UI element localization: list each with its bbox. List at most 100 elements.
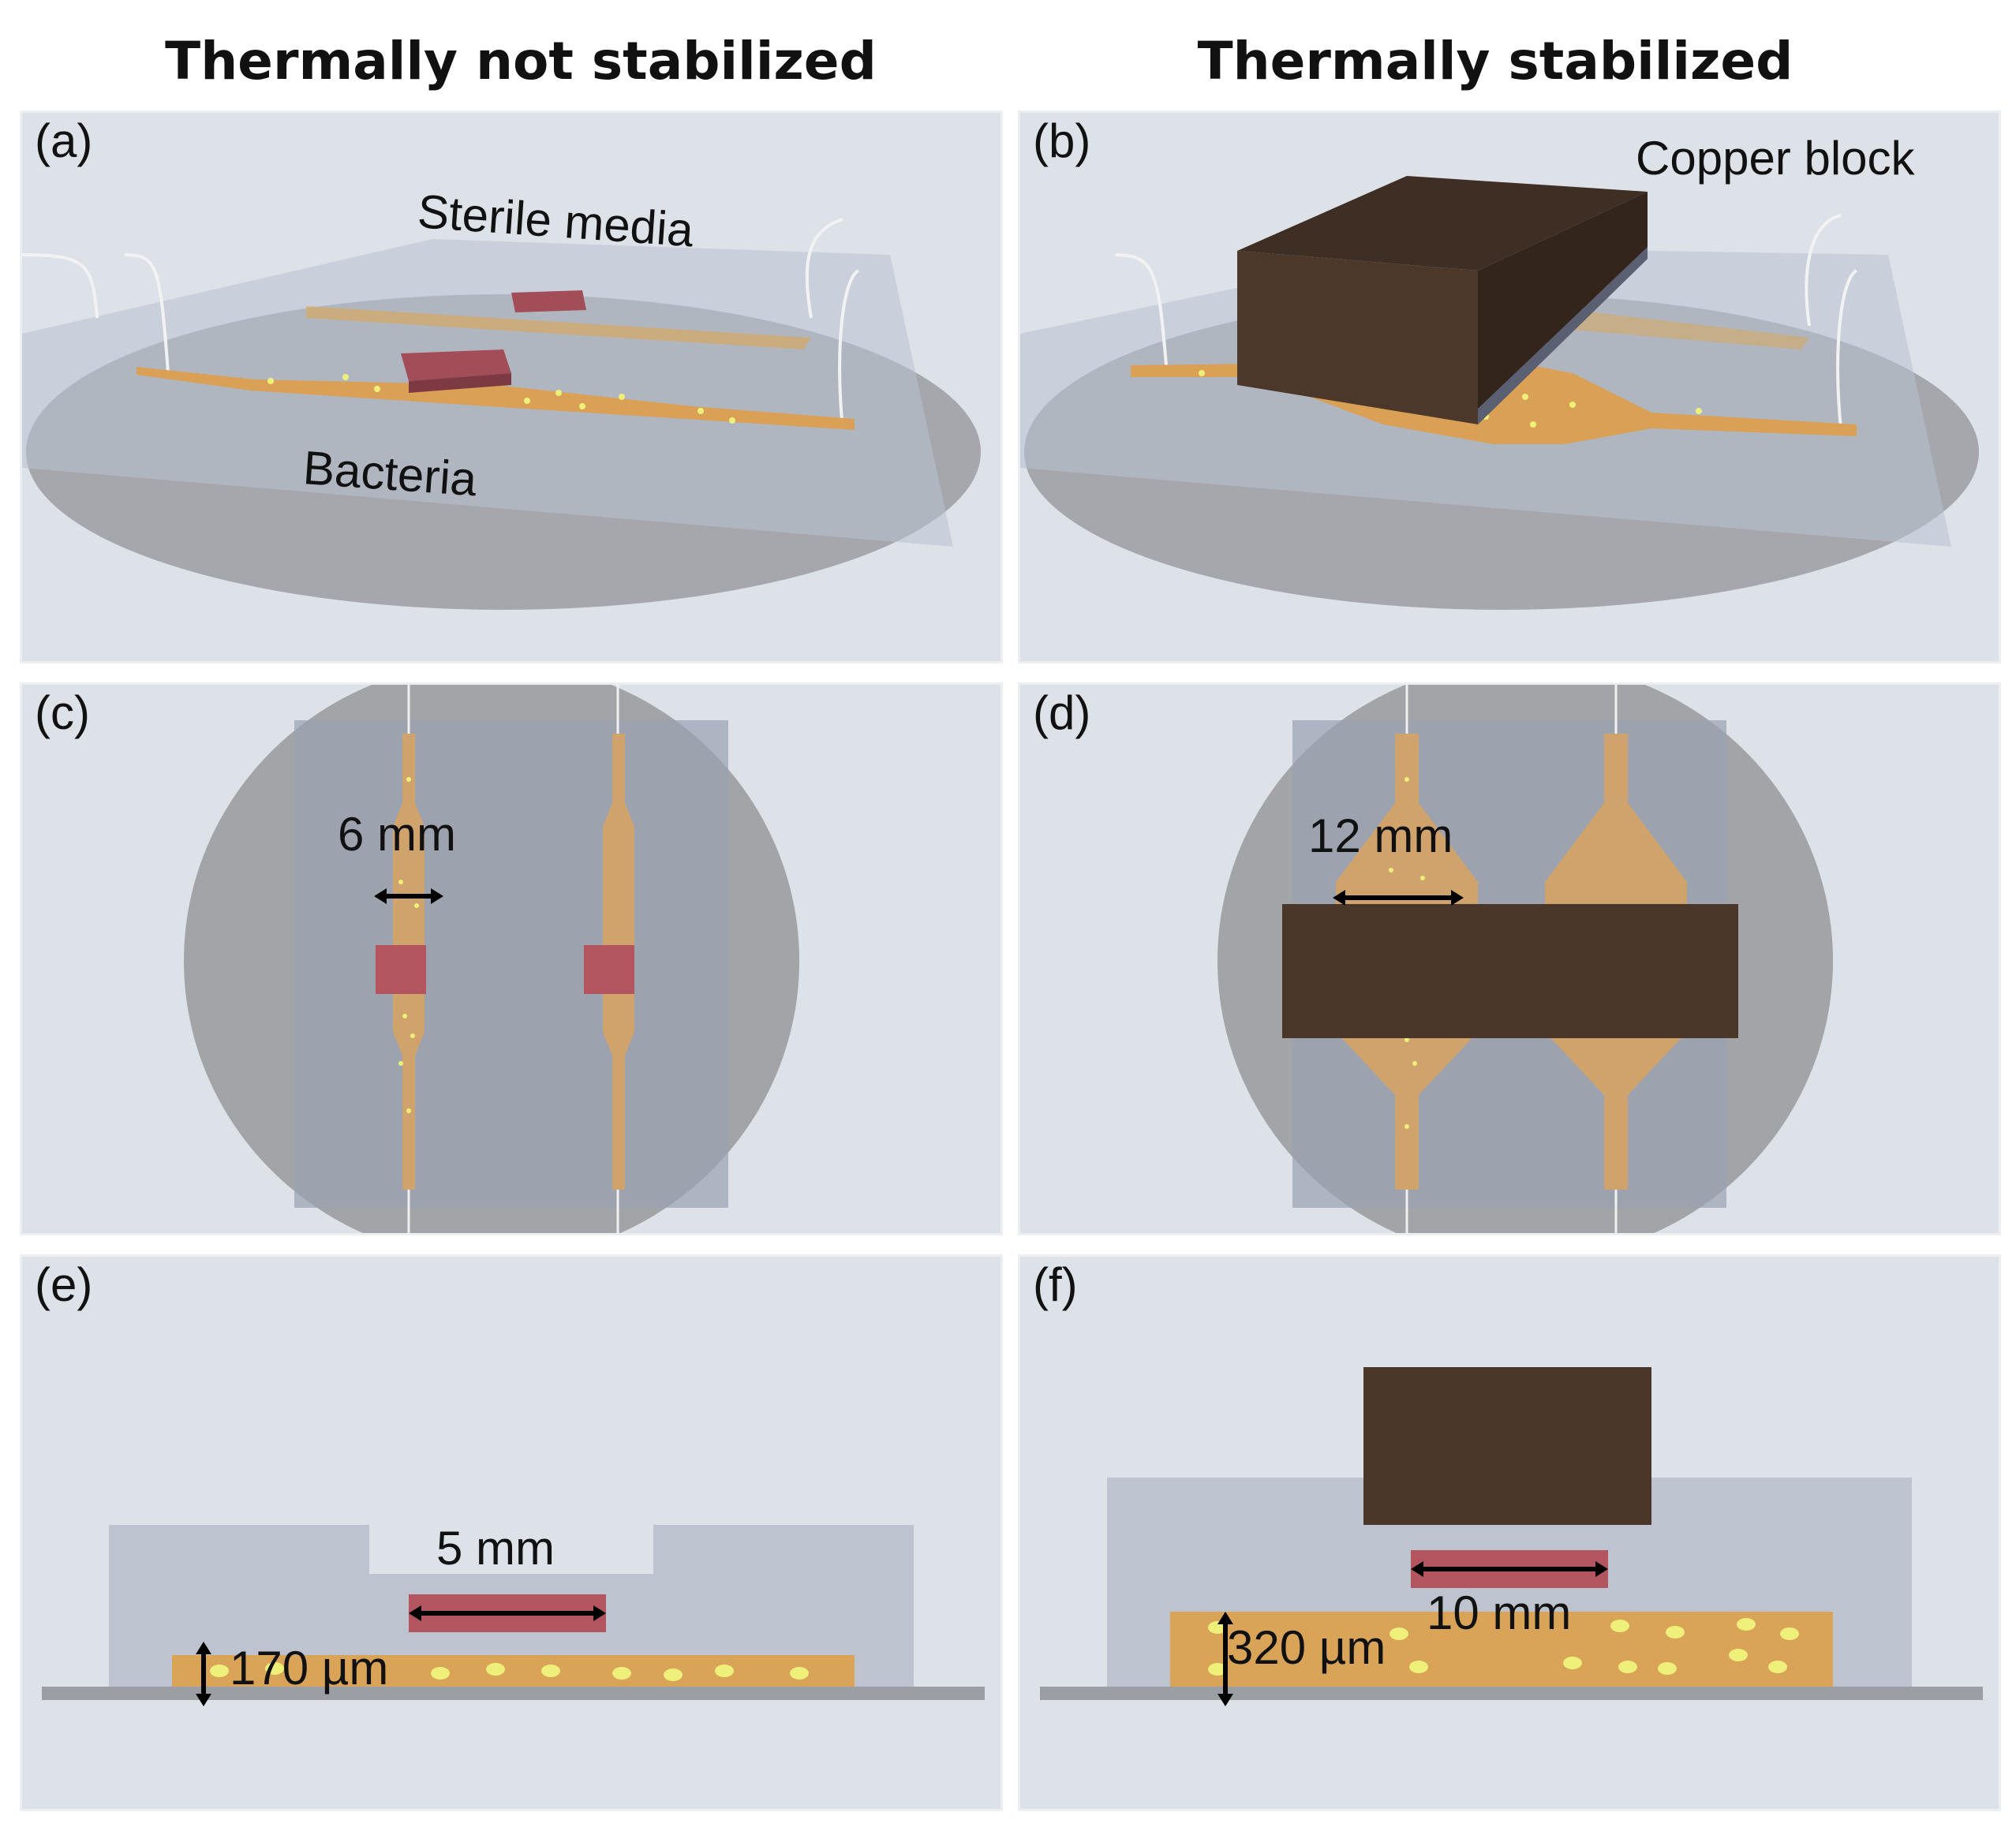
bacteria-dot bbox=[524, 398, 530, 404]
width-label: 6 mm bbox=[338, 808, 456, 861]
bacteria-dot bbox=[486, 1663, 505, 1676]
bacteria-dot bbox=[1390, 1627, 1408, 1640]
bacteria-dot bbox=[210, 1665, 229, 1677]
panel-b: Copper block (b) bbox=[1018, 110, 2001, 663]
bacteria-dot bbox=[1404, 777, 1409, 782]
bacteria-dot bbox=[1563, 1657, 1582, 1669]
bacteria-dot bbox=[1666, 1626, 1685, 1639]
panel-c-label: (c) bbox=[35, 686, 90, 739]
panel-a-drawing: Sterile media Bacteria bbox=[22, 185, 981, 610]
bacteria-dot bbox=[1696, 408, 1702, 414]
length-label: 5 mm bbox=[436, 1522, 555, 1575]
bacteria-dot bbox=[790, 1667, 809, 1680]
bacteria-dot bbox=[664, 1668, 683, 1681]
bacteria-dot bbox=[1420, 876, 1425, 880]
panel-e-drawing: 5 mm 170 µm bbox=[42, 1522, 985, 1706]
bacteria-dot bbox=[1768, 1661, 1787, 1673]
bacteria-dot bbox=[406, 777, 411, 782]
arrow-head bbox=[409, 1605, 421, 1621]
tubing bbox=[838, 269, 860, 429]
bacteria-dots bbox=[267, 374, 735, 424]
tubing bbox=[1836, 269, 1858, 429]
back-channel bbox=[306, 306, 811, 349]
copper-block-base bbox=[1478, 247, 1648, 424]
arrow-head bbox=[1411, 1561, 1423, 1577]
panel-b-drawing: Copper block bbox=[1020, 132, 1979, 610]
bacteria-dot bbox=[402, 1014, 407, 1018]
pdms-slab bbox=[294, 720, 728, 1208]
bacteria-dot bbox=[1780, 1627, 1799, 1640]
copper-block-side bbox=[1478, 192, 1648, 424]
panel-d-drawing: 12 mm bbox=[1217, 685, 1833, 1233]
bacteria-dot bbox=[406, 1108, 411, 1113]
bacteria-dot bbox=[1569, 402, 1576, 408]
bacteria-dot bbox=[1404, 1037, 1409, 1042]
bacteria-dot bbox=[1522, 394, 1528, 400]
bacteria-dot bbox=[729, 417, 735, 424]
front-heater-top bbox=[401, 349, 511, 381]
bacteria-dot bbox=[374, 386, 380, 392]
copper-block bbox=[1282, 904, 1738, 1038]
bacteria-channel bbox=[172, 1655, 855, 1687]
bacteria-dot bbox=[555, 390, 562, 396]
bacteria-dot bbox=[1737, 1618, 1756, 1631]
bacteria-dot bbox=[1618, 1661, 1637, 1673]
bacteria-dot bbox=[1389, 868, 1393, 873]
height-label: 320 µm bbox=[1227, 1621, 1386, 1674]
bacteria-dots bbox=[210, 1662, 809, 1681]
left-column-title: Thermally not stabilized bbox=[165, 31, 877, 92]
right-column-title: Thermally stabilized bbox=[1197, 31, 1793, 92]
right-heater bbox=[584, 945, 634, 994]
panel-f: 10 mm 320 µm (f) bbox=[1018, 1254, 2001, 1811]
panel-e: 5 mm 170 µm (e) bbox=[20, 1254, 1003, 1811]
panel-d-label: (d) bbox=[1033, 686, 1091, 739]
bacteria-dot bbox=[715, 1665, 734, 1677]
panel-d: 12 mm (d) bbox=[1018, 682, 2001, 1235]
bacteria-dot bbox=[1658, 1662, 1677, 1675]
copper-block-front bbox=[1237, 251, 1478, 424]
bacteria-dot bbox=[619, 394, 625, 400]
bacteria-dot bbox=[579, 403, 585, 409]
bacteria-dot bbox=[1729, 1649, 1748, 1661]
height-label: 170 µm bbox=[230, 1642, 388, 1695]
glass-slide bbox=[42, 1687, 985, 1700]
bacteria-dots bbox=[398, 777, 419, 1113]
bacteria-label: Bacteria bbox=[301, 441, 479, 506]
bacteria-dot bbox=[267, 378, 274, 384]
arrow-head bbox=[1217, 1612, 1233, 1624]
bacteria-dot bbox=[265, 1662, 284, 1675]
arrow-head bbox=[1451, 890, 1464, 906]
arrow-head bbox=[1333, 890, 1345, 906]
back-heater-top bbox=[511, 290, 586, 312]
panel-e-label: (e) bbox=[35, 1258, 93, 1311]
bacteria-dot bbox=[431, 1667, 450, 1680]
copper-block-label: Copper block bbox=[1636, 132, 1916, 185]
glass-slide bbox=[1040, 1687, 1983, 1700]
arrow-head bbox=[196, 1642, 211, 1654]
panel-f-label: (f) bbox=[1033, 1258, 1078, 1311]
bacteria-dot bbox=[410, 1033, 415, 1038]
bacteria-channel bbox=[1170, 1612, 1833, 1687]
tubing bbox=[805, 218, 843, 319]
panel-a-label: (a) bbox=[35, 114, 93, 167]
copper-block-top bbox=[1237, 176, 1648, 271]
arrow-head bbox=[1595, 1561, 1608, 1577]
panel-c: 6 mm (c) bbox=[20, 682, 1003, 1235]
panel-b-label: (b) bbox=[1033, 114, 1091, 167]
bacteria-dot bbox=[1199, 370, 1205, 376]
bacteria-dots bbox=[1389, 777, 1425, 1129]
width-label: 12 mm bbox=[1308, 809, 1453, 862]
panel-a: Sterile media Bacteria (a) bbox=[20, 110, 1003, 663]
bacteria-dot bbox=[1412, 1061, 1417, 1066]
length-label: 10 mm bbox=[1427, 1586, 1571, 1639]
arrow-head bbox=[1217, 1694, 1233, 1706]
bacteria-dot bbox=[1404, 1124, 1409, 1129]
copper-block bbox=[1363, 1367, 1651, 1525]
arrow-head bbox=[196, 1694, 211, 1706]
bacteria-dot bbox=[1610, 1620, 1629, 1632]
panel-f-drawing: 10 mm 320 µm bbox=[1040, 1367, 1983, 1706]
back-channel bbox=[1573, 310, 1809, 349]
panel-c-drawing: 6 mm bbox=[184, 685, 799, 1233]
bacteria-dots bbox=[1208, 1618, 1799, 1676]
tubing bbox=[124, 253, 170, 374]
